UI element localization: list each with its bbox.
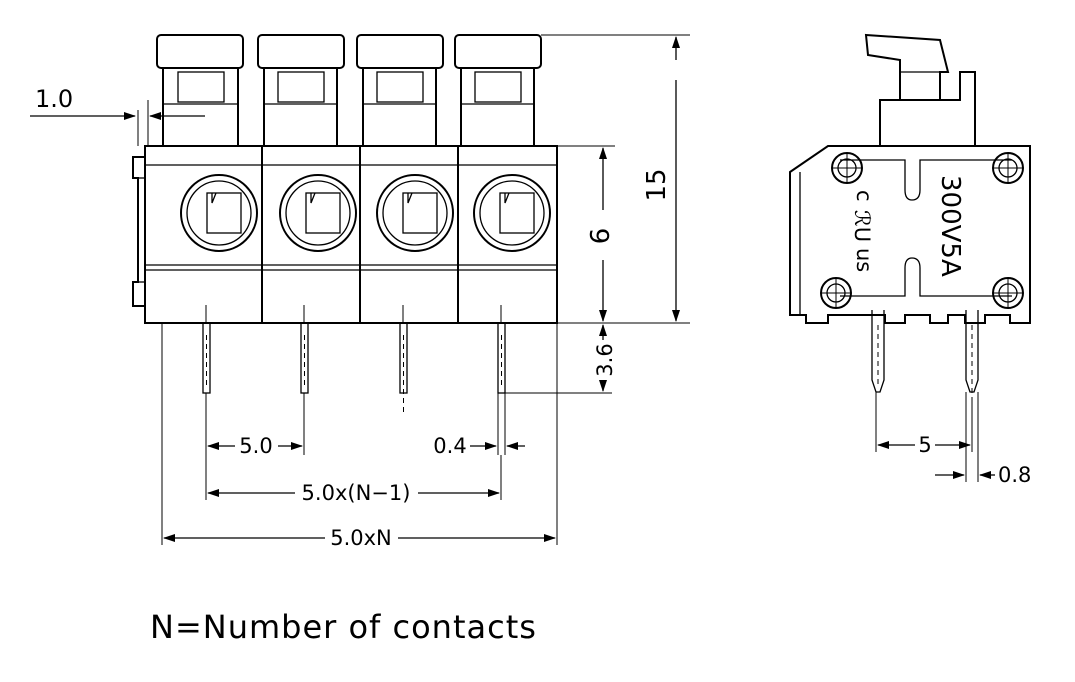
wire-entry-hole <box>473 174 551 252</box>
dimension-pin-length: 3.6 <box>505 324 617 394</box>
wire-entry-hole <box>180 174 258 252</box>
dimension-pitch: 5.0 <box>205 393 305 458</box>
push-button <box>454 34 542 146</box>
housing-body <box>144 145 558 324</box>
cert-logo: ℛU <box>850 210 874 242</box>
dimension-side-pitch: 5 <box>875 392 973 457</box>
wire-entry-hole <box>279 174 357 252</box>
front-view <box>132 34 558 415</box>
side-latch <box>132 156 145 307</box>
dim-pin-width-label: 0.4 <box>433 434 466 458</box>
dim-span-pitch-label: 5.0x(N−1) <box>302 481 411 505</box>
dimension-span-total: 5.0xN <box>161 323 558 550</box>
mounting-hole <box>831 152 863 184</box>
dim-height-body-label: 9 <box>583 228 613 245</box>
dimension-height-total: 15 <box>541 34 690 324</box>
mounting-hole <box>820 277 852 309</box>
side-view: 300V5A c ℛU us <box>789 33 1031 400</box>
dim-pitch-label: 5.0 <box>239 434 272 458</box>
dim-height-total-label: 15 <box>642 168 672 201</box>
cert-us-label: us <box>852 248 876 272</box>
push-button <box>156 34 244 146</box>
mounting-hole <box>992 152 1024 184</box>
side-body <box>789 145 1031 324</box>
dim-span-total-label: 5.0xN <box>330 526 392 550</box>
dim-offset-label: 1.0 <box>35 85 73 113</box>
mounting-hole <box>992 277 1024 309</box>
pin <box>497 322 506 394</box>
lever <box>864 33 950 101</box>
cert-mark: c ℛU us <box>850 190 876 272</box>
dim-side-pin-width-label: 0.8 <box>998 463 1031 487</box>
pin <box>202 322 211 394</box>
dim-pin-length-label: 3.6 <box>593 343 617 376</box>
dimension-span-pitch: 5.0x(N−1) <box>205 455 502 505</box>
rating-label: 300V5A <box>935 175 965 277</box>
wire-entry-hole <box>376 174 454 252</box>
side-pin <box>871 310 885 393</box>
dimension-side-pin-width: 0.8 <box>935 392 1031 487</box>
push-button <box>356 34 444 146</box>
cert-c-label: c <box>852 190 876 202</box>
dimension-pin-width: 0.4 <box>433 393 525 458</box>
pin <box>399 322 408 415</box>
dim-side-pitch-label: 5 <box>918 433 931 457</box>
dimension-height-body: 9 <box>557 145 615 322</box>
note-text: N=Number of contacts <box>150 608 537 646</box>
pin <box>300 322 309 394</box>
push-button <box>257 34 345 146</box>
dimension-offset: 1.0 <box>30 85 205 146</box>
